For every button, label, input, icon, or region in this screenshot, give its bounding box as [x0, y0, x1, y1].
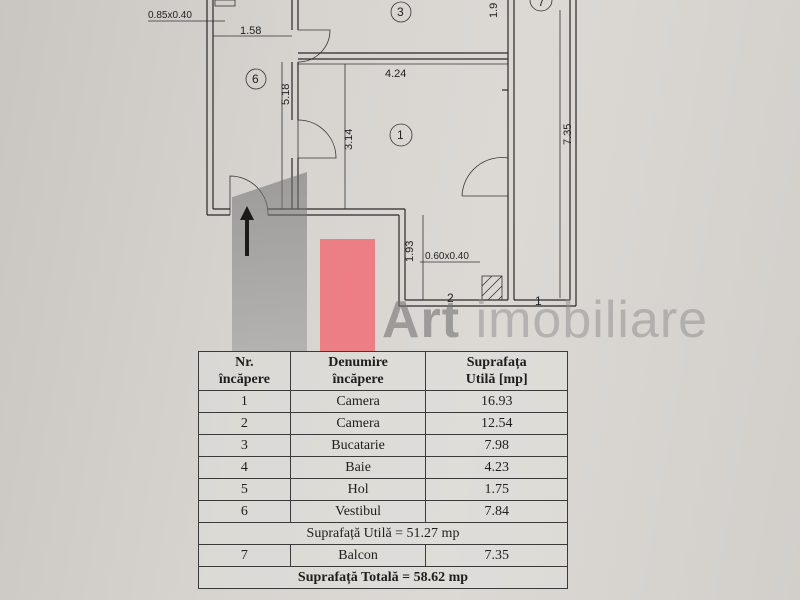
table-row: 1 Camera 16.93 — [198, 390, 568, 413]
balcony-row: 7 Balcon 7.35 — [198, 544, 568, 567]
walls — [206, 0, 577, 307]
table-header-row: Nr. încăpere Denumire încăpere Suprafața… — [198, 351, 568, 391]
table-row: 4 Baie 4.23 — [198, 456, 568, 479]
dim-1-93: 1.93 — [404, 241, 416, 262]
header-name: Denumire încăpere — [289, 351, 427, 391]
dim-1-58: 1.58 — [240, 25, 261, 37]
table-row: 2 Camera 12.54 — [198, 412, 568, 435]
room-number-1: 1 — [397, 128, 404, 142]
dim-4-24: 4.24 — [385, 68, 406, 80]
usable-area-row: Suprafață Utilă = 51.27 mp — [198, 522, 568, 545]
entrance-arrow-icon — [240, 206, 254, 256]
dim-7-35: 7.35 — [562, 124, 574, 145]
header-area: Suprafața Utilă [mp] — [425, 351, 568, 391]
dim-window: 0.60x0.40 — [425, 251, 469, 262]
usable-area-total: Suprafață Utilă = 51.27 mp — [198, 522, 568, 545]
dimension-lines — [213, 10, 561, 300]
table-row: 6 Vestibul 7.84 — [198, 500, 568, 523]
dim-top-left: 0.85x0.40 — [148, 10, 192, 21]
room-number-7: 7 — [538, 0, 545, 9]
doors — [229, 29, 509, 216]
table-row: 3 Bucatarie 7.98 — [198, 434, 568, 457]
dim-1-9: 1.9 — [488, 3, 500, 18]
dim-3-14: 3.14 — [343, 129, 355, 150]
hatched-block — [214, 0, 503, 301]
header-nr: Nr. încăpere — [198, 351, 291, 391]
room-number-3: 3 — [397, 5, 404, 19]
total-area-row: Suprafață Totală = 58.62 mp — [198, 566, 568, 589]
room-area-table: Nr. încăpere Denumire încăpere Suprafața… — [198, 351, 568, 589]
total-area: Suprafață Totală = 58.62 mp — [198, 566, 568, 589]
dim-5-18: 5.18 — [280, 84, 292, 105]
table-row: 5 Hol 1.75 — [198, 478, 568, 501]
floor-plan: 0.85x0.40 1.58 5.18 4.24 3.14 1.93 0.60x… — [148, 0, 577, 308]
room-number-6: 6 — [252, 72, 259, 86]
mark-2: 2 — [447, 291, 454, 305]
mark-1: 1 — [535, 294, 542, 308]
